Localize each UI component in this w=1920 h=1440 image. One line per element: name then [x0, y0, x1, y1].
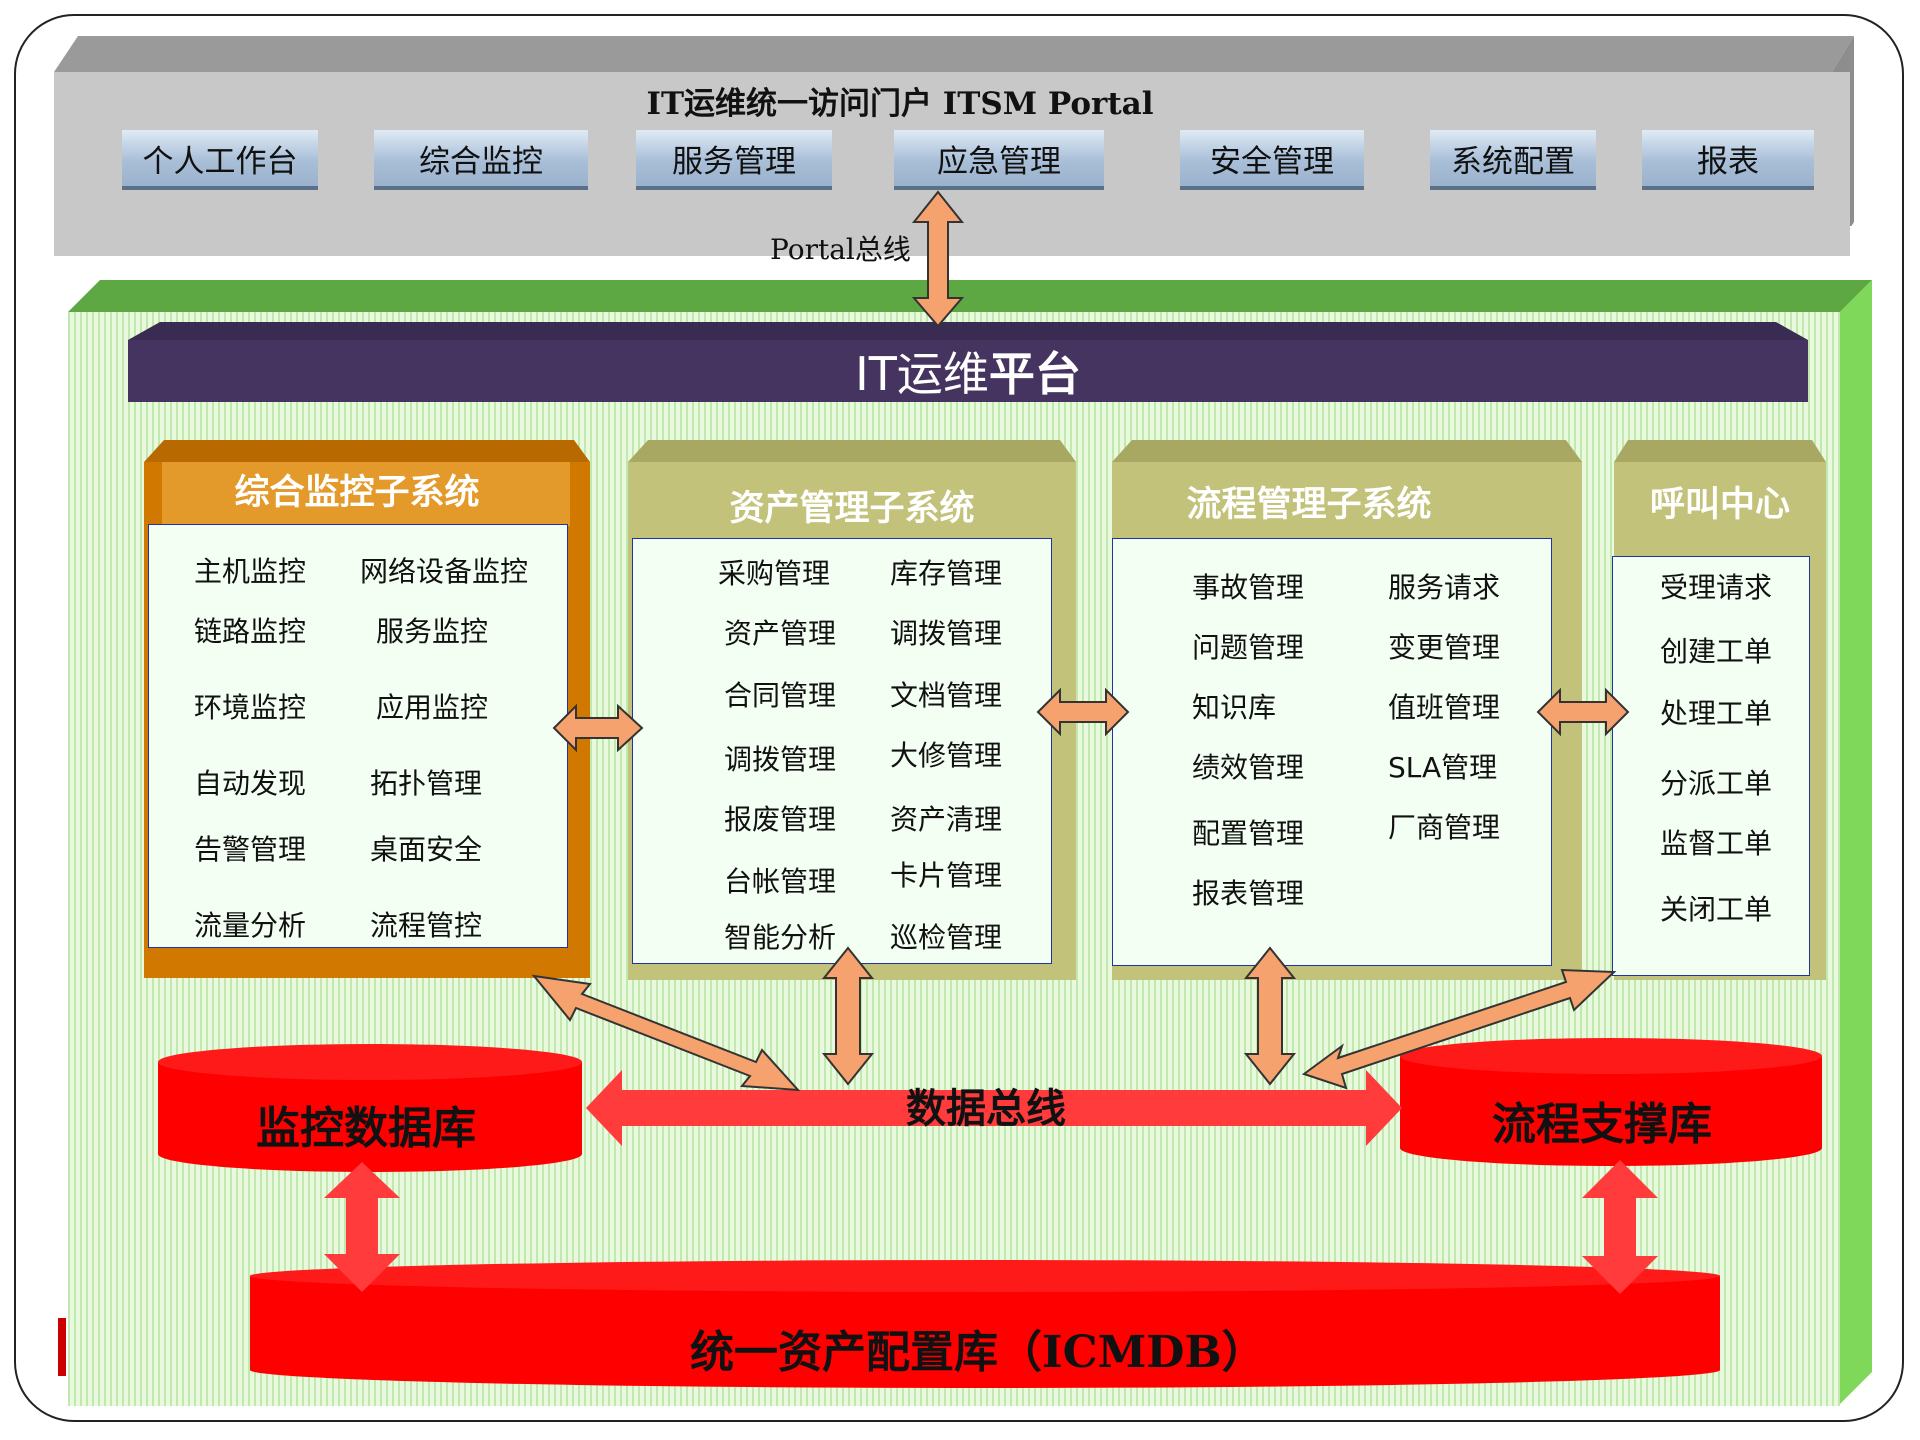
monitoring-item: 链路监控: [194, 615, 307, 648]
process-db-label: 流程支撑库: [1492, 1099, 1712, 1150]
asset-item: 调拨管理: [724, 743, 837, 776]
asset-panel: [632, 538, 1052, 964]
asset-item: 报废管理: [724, 803, 837, 836]
portal-bus-label: Portal总线: [770, 233, 911, 266]
platform-title-prefix: IT运维: [855, 347, 989, 401]
platform-title-bold: 平台: [988, 347, 1081, 401]
monitoring-item: 环境监控: [194, 691, 307, 724]
callcenter-bus-diagonal-arrow: [1301, 968, 1617, 1090]
monitoring-panel: [148, 524, 568, 948]
asset-process-arrow: [1036, 687, 1130, 737]
portal-button-workbench[interactable]: 个人工作台: [122, 130, 318, 190]
asset-item: 合同管理: [724, 679, 837, 712]
callcenter-item: 监督工单: [1660, 827, 1773, 860]
process-item: 事故管理: [1192, 571, 1305, 604]
cmdb-cylinder: [250, 1260, 1720, 1388]
monitoring-item: 网络设备监控: [360, 555, 529, 588]
portal-bus-arrow: [911, 190, 965, 328]
asset-bus-arrow: [821, 946, 875, 1086]
asset-item: 智能分析: [724, 921, 837, 954]
portal-button-service[interactable]: 服务管理: [636, 130, 832, 190]
process-item: 变更管理: [1388, 631, 1501, 664]
asset-item: 台帐管理: [724, 865, 837, 898]
process-bus-arrow: [1243, 946, 1297, 1086]
process-item: SLA管理: [1388, 751, 1498, 784]
callcenter-item: 创建工单: [1660, 635, 1773, 668]
process-item: 服务请求: [1388, 571, 1501, 604]
monitoring-item: 应用监控: [376, 691, 489, 724]
process-cmdb-arrow: [1582, 1160, 1658, 1294]
monitoring-item: 流程管控: [370, 909, 483, 942]
callcenter-item: 关闭工单: [1660, 893, 1773, 926]
monitoring-item: 拓扑管理: [370, 767, 483, 800]
monitor-db-cylinder: [158, 1044, 582, 1172]
asset-item: 资产清理: [890, 803, 1003, 836]
process-item: 配置管理: [1192, 817, 1305, 850]
monitoring-item: 桌面安全: [370, 833, 483, 866]
red-edge-mark: [58, 1318, 66, 1376]
monitor-asset-arrow: [552, 703, 644, 753]
monitoring-title: 综合监控子系统: [234, 473, 480, 513]
portal-button-config[interactable]: 系统配置: [1430, 130, 1596, 190]
callcenter-item: 处理工单: [1660, 697, 1773, 730]
asset-title: 资产管理子系统: [729, 489, 975, 529]
portal-button-security[interactable]: 安全管理: [1180, 130, 1364, 190]
process-title: 流程管理子系统: [1186, 485, 1432, 525]
asset-item: 库存管理: [890, 557, 1003, 590]
callcenter-title: 呼叫中心: [1649, 485, 1790, 525]
portal-button-report[interactable]: 报表: [1642, 130, 1814, 190]
process-db-cylinder: [1400, 1038, 1822, 1166]
cmdb-label: 统一资产配置库（ICMDB）: [690, 1327, 1266, 1378]
portal-title: IT运维统一访问门户 ITSM Portal: [646, 86, 1154, 122]
data-bus-arrow: [586, 1070, 1402, 1146]
monitor-cmdb-arrow: [324, 1162, 400, 1292]
portal-button-monitoring[interactable]: 综合监控: [374, 130, 588, 190]
asset-item: 大修管理: [890, 739, 1003, 772]
callcenter-item: 分派工单: [1660, 767, 1773, 800]
data-bus-label: 数据总线: [906, 1085, 1066, 1132]
monitoring-item: 告警管理: [194, 833, 307, 866]
asset-item: 资产管理: [724, 617, 837, 650]
asset-item: 调拨管理: [890, 617, 1003, 650]
process-callcenter-arrow: [1536, 687, 1630, 737]
asset-item: 卡片管理: [890, 859, 1003, 892]
monitoring-item: 流量分析: [194, 909, 307, 942]
monitor-db-label: 监控数据库: [256, 1103, 476, 1154]
platform-banner: IT运维平台: [128, 340, 1808, 402]
callcenter-panel: [1612, 556, 1810, 976]
asset-item: 采购管理: [718, 557, 831, 590]
process-item: 问题管理: [1192, 631, 1305, 664]
asset-item: 巡检管理: [890, 921, 1003, 954]
process-item: 报表管理: [1192, 877, 1305, 910]
callcenter-item: 受理请求: [1660, 571, 1773, 604]
process-item: 值班管理: [1388, 691, 1501, 724]
asset-item: 文档管理: [890, 679, 1003, 712]
process-item: 厂商管理: [1388, 811, 1501, 844]
monitoring-item: 服务监控: [376, 615, 489, 648]
process-item: 知识库: [1192, 691, 1277, 724]
monitoring-item: 自动发现: [194, 767, 307, 800]
process-item: 绩效管理: [1192, 751, 1305, 784]
monitoring-item: 主机监控: [194, 555, 307, 588]
portal-button-emergency[interactable]: 应急管理: [894, 130, 1104, 190]
process-panel: [1112, 538, 1552, 966]
monitor-bus-diagonal-arrow: [531, 974, 801, 1092]
